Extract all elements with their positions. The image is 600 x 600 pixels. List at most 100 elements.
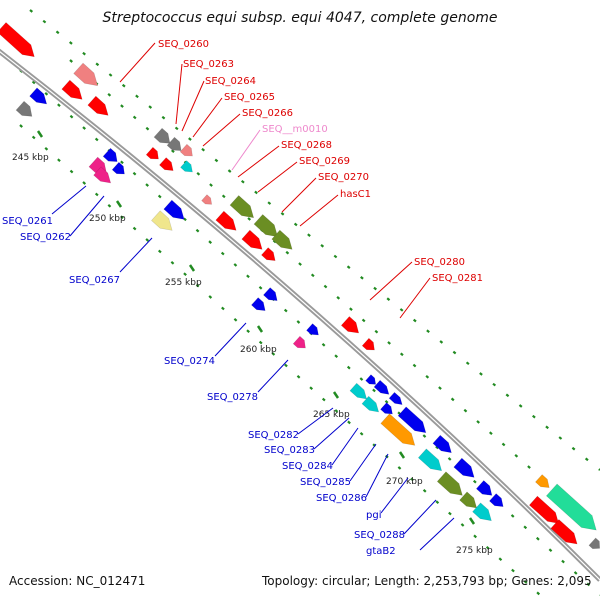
gene-label-seq-0278[interactable]: SEQ_0278 <box>207 392 258 403</box>
gene-pgi-a[interactable] <box>453 457 478 482</box>
gene-red-right-a[interactable] <box>528 495 562 528</box>
gene-seq-0268a[interactable] <box>229 195 258 222</box>
callout-seq-m0010 <box>231 129 261 171</box>
gene-label-seq-0267[interactable]: SEQ_0267 <box>69 275 120 286</box>
gene-seq-0288c[interactable] <box>459 491 481 512</box>
gene-seq-0266a[interactable] <box>153 127 174 148</box>
accession-text: Accession: NC_012471 <box>9 574 145 588</box>
gene-seq-0278b[interactable] <box>292 335 309 351</box>
gene-label-seq-0285[interactable]: SEQ_0285 <box>300 477 351 488</box>
gene-seq-m0010[interactable] <box>201 194 215 208</box>
gene-label-pgi[interactable]: pgi <box>366 510 381 521</box>
labels-upper: SEQ_0260 SEQ_0263 SEQ_0264 SEQ_0265 SEQ_… <box>158 39 483 284</box>
callout-seq-0269 <box>257 161 298 193</box>
gene-seq-0261a[interactable] <box>29 87 51 108</box>
gene-seq-0269a[interactable] <box>253 214 282 241</box>
gene-label-seq-0265[interactable]: SEQ_0265 <box>224 92 275 103</box>
gene-label-seq-0282[interactable]: SEQ_0282 <box>248 430 299 441</box>
gene-label-seq-0284[interactable]: SEQ_0284 <box>282 461 333 472</box>
gene-seq-0265[interactable] <box>87 95 112 120</box>
callout-seq-0266 <box>202 113 241 147</box>
gene-seq-0261b[interactable] <box>15 100 36 121</box>
gene-seq-0280[interactable] <box>340 316 362 338</box>
callout-seq-0278 <box>257 359 289 393</box>
gene-seq-0282b[interactable] <box>373 379 392 397</box>
gene-seq-0274a[interactable] <box>263 287 280 305</box>
gene-label-seq-0269[interactable]: SEQ_0269 <box>299 156 350 167</box>
gene-seq-0285b[interactable] <box>380 413 419 450</box>
gene-pgi-b[interactable] <box>436 471 467 500</box>
gene-seq-0267a[interactable] <box>163 199 188 224</box>
gene-seq-0269b[interactable] <box>241 229 266 254</box>
callout-seq-0261 <box>51 185 87 215</box>
gene-seq-0268b[interactable] <box>215 210 240 235</box>
kbp-tick-marks <box>36 130 476 525</box>
gene-label-seq-0260[interactable]: SEQ_0260 <box>158 39 209 50</box>
gene-seq-0264[interactable] <box>61 79 86 104</box>
gene-label-seq-0263[interactable]: SEQ_0263 <box>183 59 234 70</box>
gene-seq-0270a[interactable] <box>271 229 296 254</box>
gene-features <box>0 22 600 552</box>
gene-seq-0278a[interactable] <box>306 323 322 339</box>
kbp-label: 245 kbp <box>12 153 49 163</box>
kbp-label: 265 kbp <box>313 410 350 420</box>
callout-seq-0270 <box>281 177 317 213</box>
gene-seq-0283b[interactable] <box>361 395 382 415</box>
kbp-label: 260 kbp <box>240 345 277 355</box>
gene-seq-0262c[interactable] <box>93 166 115 187</box>
gene-seq-0266b[interactable] <box>166 136 185 155</box>
gene-seq-0286[interactable] <box>417 448 445 475</box>
gene-orange-right[interactable] <box>535 474 552 492</box>
gene-seq-0283a[interactable] <box>388 391 405 407</box>
genome-backbone <box>0 48 600 582</box>
gene-seq-0288a[interactable] <box>475 480 495 500</box>
gene-seq-0263[interactable] <box>73 62 103 91</box>
gene-seq-0270b[interactable] <box>261 247 278 265</box>
gene-gtab2[interactable] <box>472 502 496 525</box>
callout-seq-0280 <box>369 261 413 301</box>
gene-label-seq-0281[interactable]: SEQ_0281 <box>432 273 483 284</box>
gene-seq-0274b[interactable] <box>251 297 268 315</box>
gene-teal-right[interactable] <box>545 483 600 536</box>
backbone-highlight <box>0 51 600 581</box>
kbp-label: 250 kbp <box>89 214 126 224</box>
gene-seq-0265b[interactable] <box>159 157 176 175</box>
callout-seq-0286 <box>365 453 389 498</box>
gene-seq-0266c[interactable] <box>179 143 196 159</box>
gene-label-seq-0286[interactable]: SEQ_0286 <box>316 493 367 504</box>
gene-label-seq-0262[interactable]: SEQ_0262 <box>20 232 71 243</box>
gene-seq-0288b[interactable] <box>489 493 506 511</box>
gene-seq-0282c[interactable] <box>349 382 370 402</box>
gene-label-seq-0274[interactable]: SEQ_0274 <box>164 356 215 367</box>
callout-seq-0283 <box>313 417 350 450</box>
gene-seq-0281[interactable] <box>361 337 378 353</box>
tick-245 <box>36 130 44 138</box>
track-outer-1 <box>29 9 600 471</box>
gene-gray-right[interactable] <box>588 537 600 552</box>
gene-label-seq-0288[interactable]: SEQ_0288 <box>354 530 405 541</box>
callout-seq-0268 <box>237 145 280 178</box>
gene-seq-0285a[interactable] <box>432 434 455 457</box>
gene-seq-0282a[interactable] <box>365 374 379 388</box>
gene-label-seq-m0010[interactable]: SEQ__m0010 <box>262 124 328 135</box>
gene-label-seq-0261[interactable]: SEQ_0261 <box>2 216 53 227</box>
gene-seq-0284a[interactable] <box>380 402 396 418</box>
gene-seq-0267b[interactable] <box>151 210 176 235</box>
gene-seq-0264b[interactable] <box>145 146 162 162</box>
gene-label-seq-0266[interactable]: SEQ_0266 <box>242 108 293 119</box>
gene-seq-0261c[interactable] <box>102 147 121 166</box>
callout-seq-0281 <box>399 277 431 319</box>
gene-seq-0260[interactable] <box>0 22 39 61</box>
gene-label-seq-0264[interactable]: SEQ_0264 <box>205 76 256 87</box>
gene-label-seq-0270[interactable]: SEQ_0270 <box>318 172 369 183</box>
gene-red-right-b[interactable] <box>550 519 581 549</box>
gene-seq-0262a[interactable] <box>111 161 128 177</box>
gene-label-seq-0268[interactable]: SEQ_0268 <box>281 140 332 151</box>
gene-label-gtab2[interactable]: gtaB2 <box>366 546 396 557</box>
gene-seq-0284b[interactable] <box>397 406 430 437</box>
gene-label-seq-0283[interactable]: SEQ_0283 <box>264 445 315 456</box>
gene-label-seq-0280[interactable]: SEQ_0280 <box>414 257 465 268</box>
gene-seq-0266d[interactable] <box>180 160 196 176</box>
dotted-tracks <box>19 9 600 596</box>
gene-label-hasc1[interactable]: hasC1 <box>340 189 371 200</box>
